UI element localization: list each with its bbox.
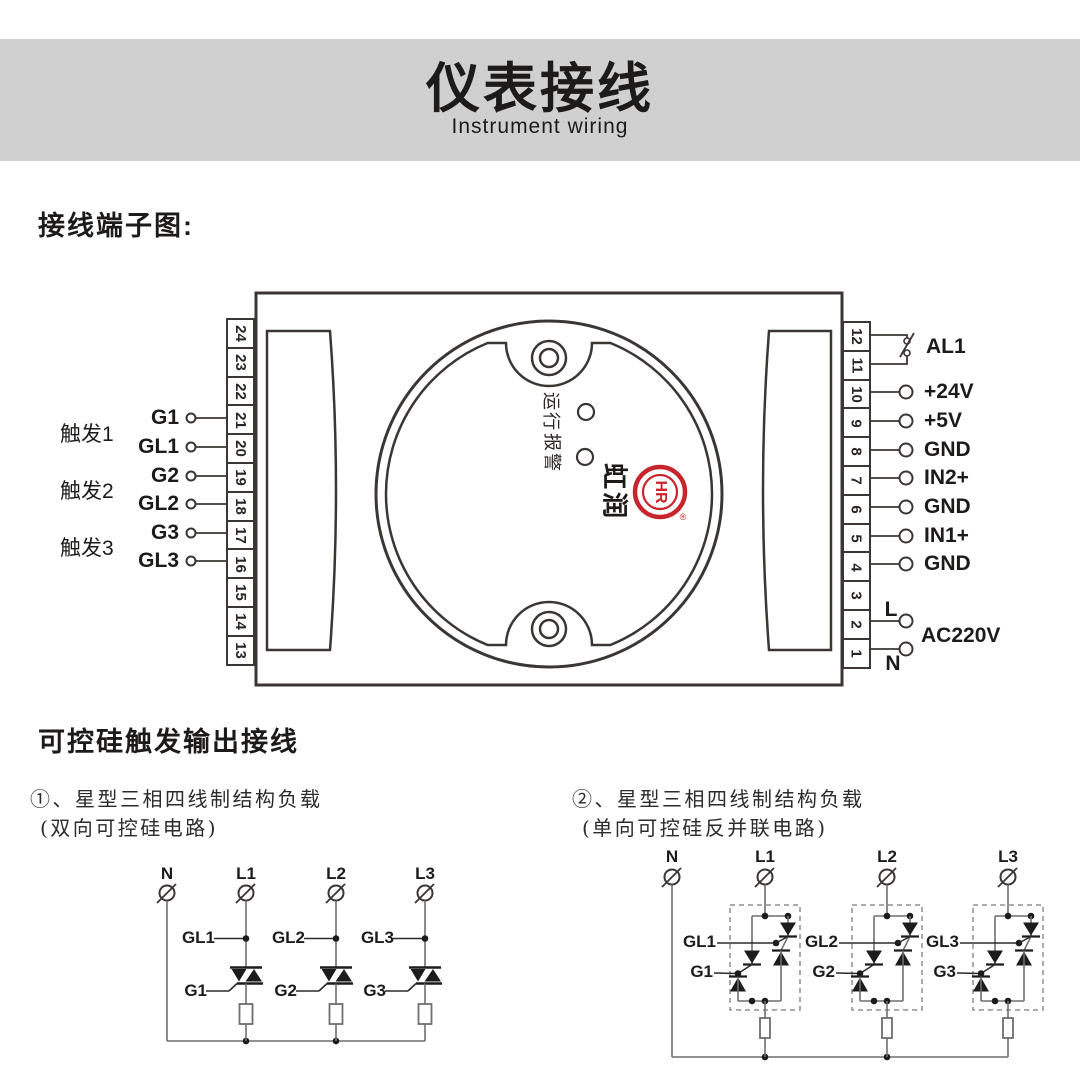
right-signal-label: +5V — [924, 409, 962, 432]
circuit1-gl-label: GL2 — [271, 928, 305, 947]
terminal-20: 20 — [226, 433, 255, 465]
bezel-inner-ring — [384, 341, 714, 647]
brand-logo-text: 虹润 — [599, 462, 630, 522]
registered-mark: ® — [679, 512, 687, 522]
instrument-body — [254, 291, 844, 687]
trigger-group-label: 触发2 — [60, 480, 114, 503]
terminal-19: 19 — [226, 462, 255, 494]
output-section-heading: 可控硅触发输出接线 — [38, 727, 299, 757]
trigger-group-label: 触发1 — [60, 422, 114, 446]
circuit2-subtitle: (单向可控硅反并联电路) — [582, 816, 828, 840]
page-header: 仪表接线 Instrument wiring — [0, 39, 1080, 161]
circuit2-g-label: G1 — [690, 962, 713, 981]
terminal-11: 11 — [842, 349, 871, 382]
terminal-24: 24 — [226, 318, 255, 350]
terminal-connection-wires — [185, 332, 915, 657]
circuit2-gl-label: GL2 — [804, 932, 838, 951]
circuit1-gl-label: GL1 — [181, 928, 215, 947]
terminal-10: 10 — [842, 378, 871, 410]
circuit1-phase-label: L3 — [415, 864, 435, 883]
circuit1-subtitle: (双向可控硅电路) — [40, 816, 219, 840]
run-led-icon — [576, 402, 596, 422]
circuit1-title: ①、星型三相四线制结构负载 — [30, 787, 323, 811]
circuit2-title: ②、星型三相四线制结构负载 — [572, 787, 865, 811]
terminal-14: 14 — [226, 606, 255, 638]
terminal-17: 17 — [226, 519, 255, 551]
right-signal-label: GND — [924, 552, 971, 575]
circuit2-phase-label: N — [665, 847, 679, 866]
screw-top-icon — [530, 339, 568, 377]
right-signal-label: GND — [924, 495, 971, 518]
terminal-13: 13 — [226, 634, 255, 667]
terminal-4: 4 — [842, 551, 871, 583]
terminal-15: 15 — [226, 577, 255, 609]
bezel-outer-circle — [374, 319, 724, 669]
right-signal-label: IN1+ — [924, 524, 969, 547]
left-signal-label: GL2 — [138, 492, 179, 515]
left-signal-label: G2 — [150, 464, 179, 487]
alarm-output-label: AL1 — [926, 335, 966, 358]
circuit1-gl-label: GL3 — [360, 928, 394, 947]
mounting-slot-right — [761, 329, 833, 652]
terminal-7: 7 — [842, 465, 871, 497]
circuit1-phase-label: L1 — [236, 864, 256, 883]
left-signal-label: G3 — [150, 521, 179, 544]
circuit1-phase-label: L2 — [326, 864, 346, 883]
circuit-2-antiparallel-scr — [661, 867, 1044, 1061]
circuit2-phase-label: L2 — [877, 847, 897, 866]
terminal-2: 2 — [842, 609, 871, 641]
circuit2-g-label: G3 — [933, 962, 956, 981]
mounting-slot-left — [265, 329, 338, 652]
device-outline — [254, 291, 844, 687]
circuit1-g-label: G3 — [363, 981, 386, 1000]
power-line-label: L — [884, 598, 898, 621]
terminal-12: 12 — [842, 321, 871, 353]
hr-logo-icon: HR — [652, 480, 669, 504]
circuit2-phase-label: L3 — [998, 847, 1018, 866]
trigger-group-label: 触发3 — [60, 537, 114, 560]
left-signal-label: GL1 — [138, 435, 179, 458]
terminal-18: 18 — [226, 490, 255, 523]
alarm-indicator-label: 报警 — [542, 433, 562, 473]
page-subtitle: Instrument wiring — [451, 115, 629, 139]
circuit1-phase-label: N — [160, 864, 174, 883]
right-signal-label: +24V — [924, 380, 974, 403]
circuit2-g-label: G2 — [812, 962, 835, 981]
terminal-section-heading: 接线端子图: — [38, 211, 194, 241]
page-title: 仪表接线 — [426, 58, 654, 119]
power-voltage-label: AC220V — [921, 624, 1001, 647]
circuit1-g-label: G2 — [274, 981, 297, 1000]
terminal-8: 8 — [842, 436, 871, 468]
terminal-23: 23 — [226, 346, 255, 379]
screw-bottom-icon — [530, 610, 568, 648]
left-signal-label: GL3 — [138, 549, 179, 572]
terminal-5: 5 — [842, 522, 871, 554]
right-signal-label: GND — [924, 438, 971, 461]
alarm-led-icon — [575, 447, 595, 467]
terminal-21: 21 — [226, 404, 255, 436]
terminal-9: 9 — [842, 407, 871, 439]
left-signal-label: G1 — [150, 406, 179, 429]
right-signal-label: IN2+ — [924, 466, 969, 489]
power-neutral-label: N — [885, 652, 901, 675]
circuit-1-bidirectional-scr — [156, 883, 442, 1045]
terminal-1: 1 — [842, 637, 871, 670]
terminal-16: 16 — [226, 548, 255, 580]
terminal-6: 6 — [842, 493, 871, 526]
terminal-22: 22 — [226, 375, 255, 407]
circuit1-g-label: G1 — [184, 981, 207, 1000]
logo-ring-icon — [632, 464, 688, 520]
terminal-3: 3 — [842, 580, 871, 612]
circuit2-gl-label: GL3 — [925, 932, 959, 951]
run-indicator-label: 运行 — [541, 392, 561, 432]
circuit2-gl-label: GL1 — [682, 932, 716, 951]
circuit2-phase-label: L1 — [755, 847, 775, 866]
